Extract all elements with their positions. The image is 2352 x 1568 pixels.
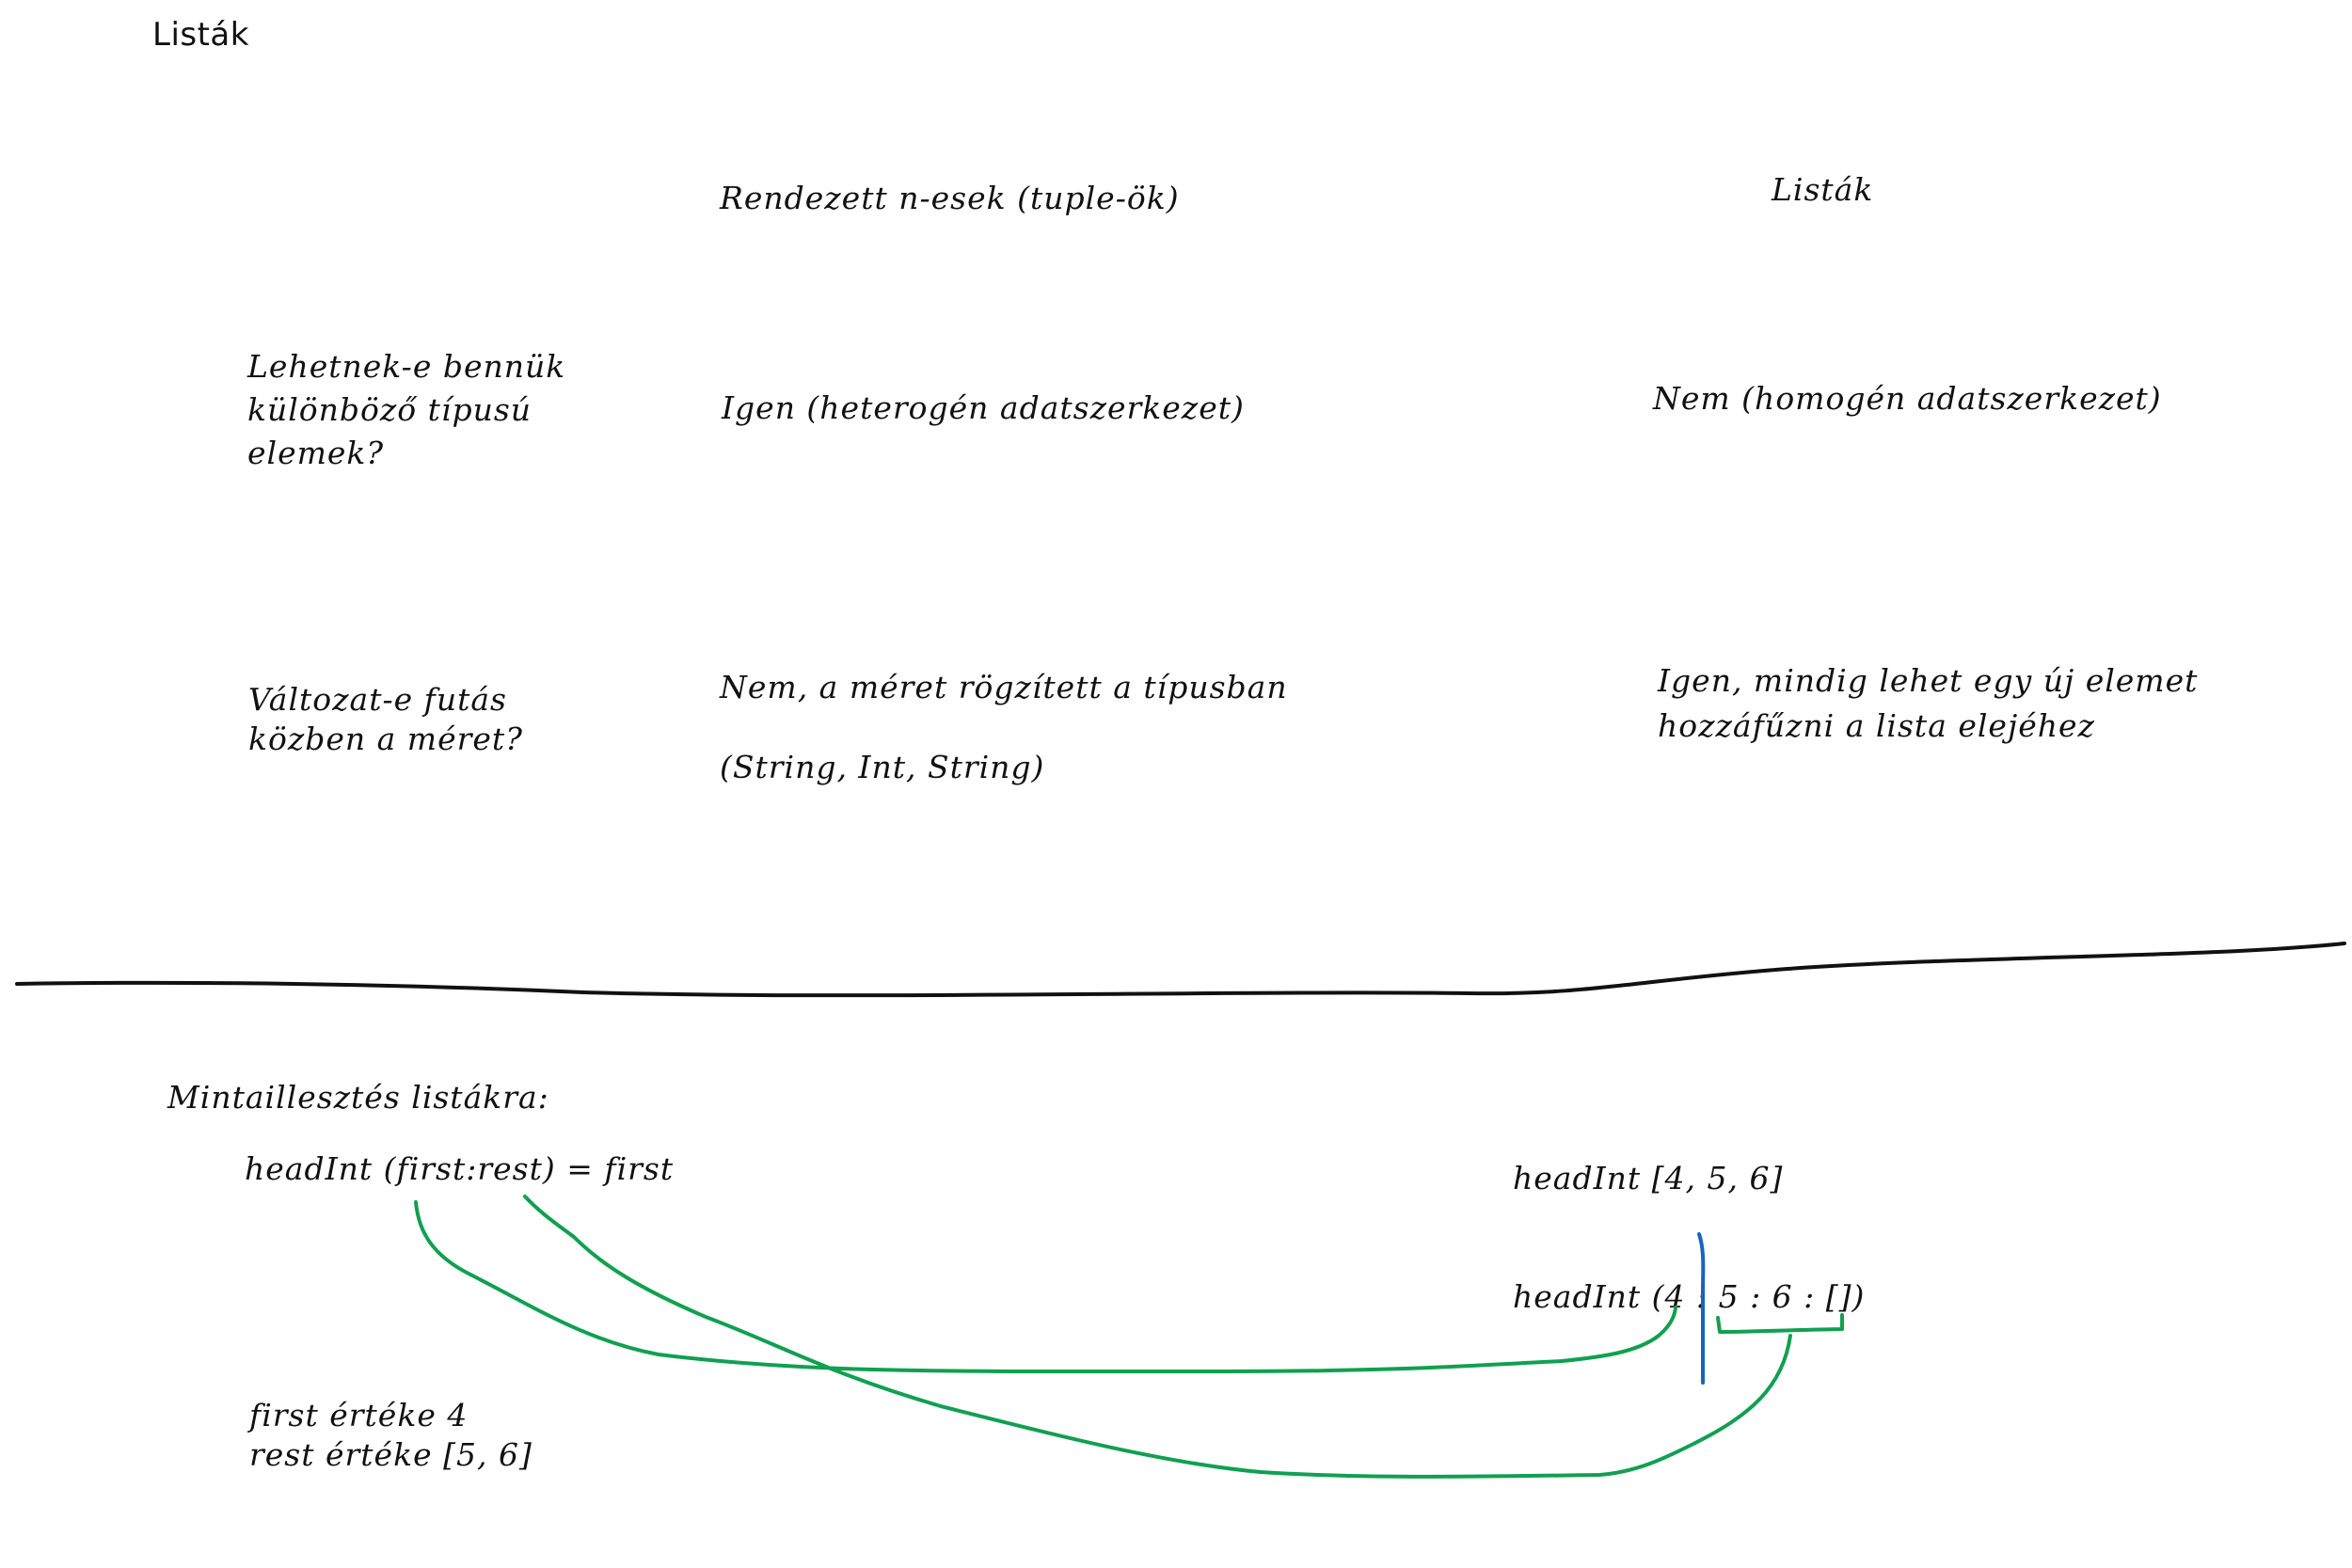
connector-rest-to-tail bbox=[523, 1195, 1792, 1479]
connector-first-to-head bbox=[414, 1200, 1677, 1374]
function-call-cons-form: headInt (4 : 5 : 6 : []) bbox=[1513, 1278, 1866, 1315]
section-heading-pattern-matching: Mintaillesztés listákra: bbox=[167, 1079, 549, 1116]
row-question-heterogeneous: Lehetnek-e bennük különböző típusú eleme… bbox=[247, 348, 566, 471]
page-title: Listák bbox=[152, 16, 249, 54]
function-call-list-literal: headInt [4, 5, 6] bbox=[1513, 1160, 1784, 1196]
binding-result: first értéke 4 rest értéke [5, 6] bbox=[249, 1397, 532, 1473]
column-header-lists: Listák bbox=[1772, 171, 1874, 208]
function-definition: headInt (first:rest) = first bbox=[245, 1150, 675, 1187]
section-divider-line bbox=[15, 942, 2346, 998]
row-question-size: Változat-e futás közben a méret? bbox=[248, 681, 523, 757]
column-header-tuples: Rendezett n-esek (tuple-ök) bbox=[720, 180, 1180, 216]
row2-tuple-answer: Nem, a méret rögzített a típusban bbox=[720, 669, 1288, 705]
row1-tuple-answer: Igen (heterogén adatszerkezet) bbox=[722, 389, 1245, 426]
row1-list-answer: Nem (homogén adatszerkezet) bbox=[1653, 380, 2162, 417]
row2-tuple-example: (String, Int, String) bbox=[720, 749, 1045, 785]
tail-bracket bbox=[1716, 1313, 1844, 1334]
row2-list-answer: Igen, mindig lehet egy új elemet hozzáfű… bbox=[1658, 662, 2199, 744]
